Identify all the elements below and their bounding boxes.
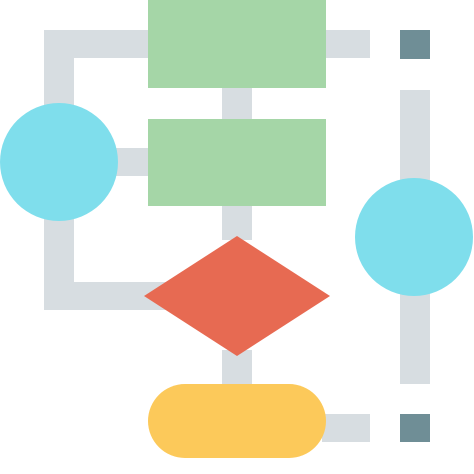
connector-process-to-marker — [324, 30, 370, 58]
decision-diamond — [144, 236, 330, 356]
process-box-middle — [148, 119, 326, 206]
marker-square-bottom — [400, 414, 430, 442]
connector-decision-terminal — [222, 350, 252, 390]
connector-process-decision — [222, 205, 252, 240]
connector-process-process — [222, 88, 252, 120]
process-box-top — [148, 0, 326, 88]
terminal-pill — [148, 384, 326, 458]
circle-node-right — [355, 178, 473, 296]
circle-node-left — [0, 103, 118, 221]
marker-square-top — [400, 30, 430, 59]
connector-terminal-to-marker — [322, 414, 370, 442]
